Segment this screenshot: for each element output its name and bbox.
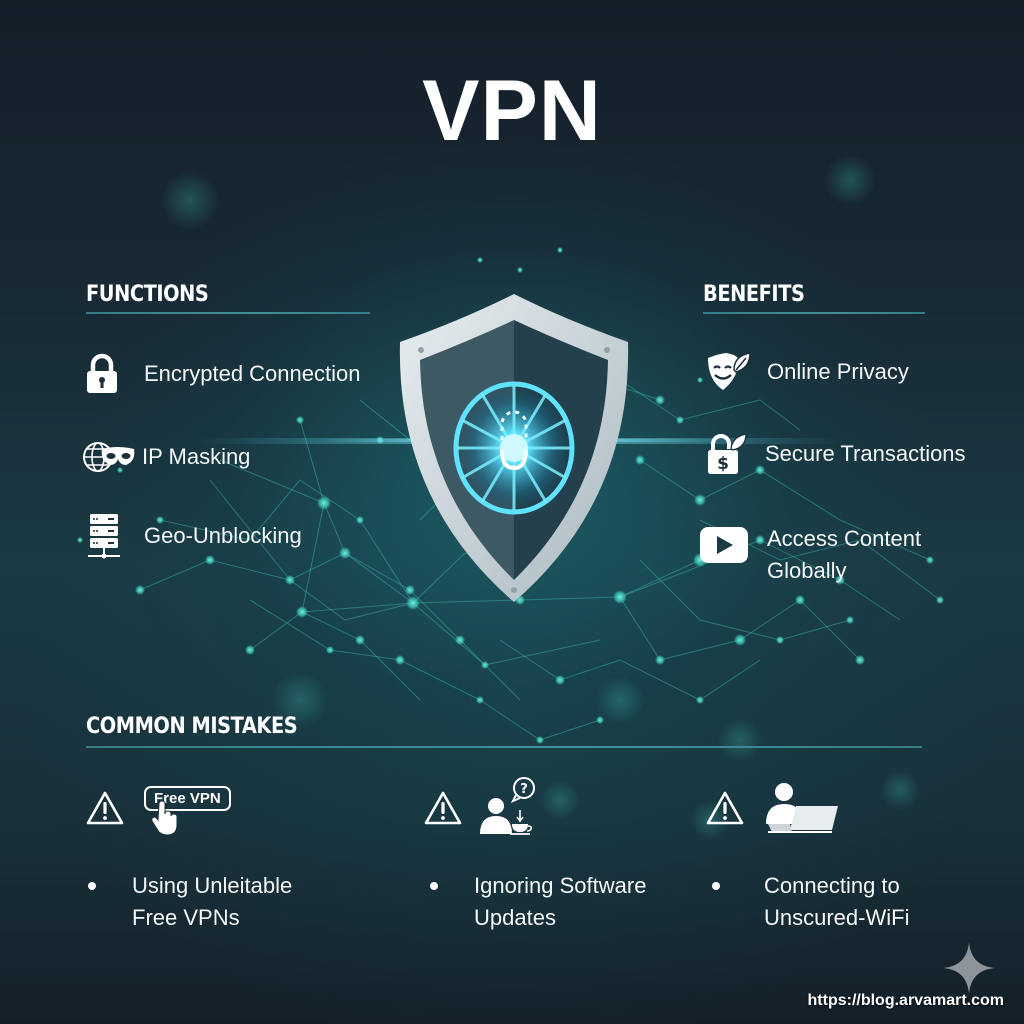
function-label: Geo-Unblocking [144,523,302,548]
mistake-text-line2: Updates [474,905,556,930]
free-vpn-click-icon: Free VPN [144,780,244,840]
benefit-item-online-privacy: Online Privacy [703,350,909,394]
mistake-text-line1: Ignoring Software [474,873,647,898]
benefit-item-access-content-globally: Access Content Globally [699,523,921,587]
function-item-encrypted-connection: Encrypted Connection [80,352,360,396]
dollar-lock-leaf-icon: $ [705,432,751,476]
mistake-text-line2: Unscured-WiFi [764,905,910,930]
mistake-text-line2: Free VPNs [132,905,240,930]
svg-text:?: ? [520,782,528,797]
mistake-text-line1: Using Unleitable [132,873,293,898]
server-network-icon [82,514,126,559]
free-vpn-badge: Free VPN [144,786,231,811]
benefit-label: Secure Transactions [765,441,966,466]
function-item-ip-masking: IP Masking [82,435,250,479]
warning-triangle-icon [86,790,124,831]
mistake-item-software-updates: ? [424,775,724,845]
function-label: IP Masking [142,444,251,469]
benefits-heading: BENEFITS [703,282,805,307]
functions-heading: FUNCTIONS [86,282,209,307]
benefits-divider [703,312,925,314]
user-laptop-icon [762,780,840,841]
function-label: Encrypted Connection [144,361,361,386]
mistake-bullet-2: Ignoring Software Updates [430,870,646,934]
functions-divider [86,312,370,314]
hand-pointer-icon [151,800,178,836]
bullet-icon [88,882,96,890]
benefit-label-multiline: Access Content Globally [767,523,921,587]
sparkle-icon [943,942,995,994]
warning-triangle-icon [706,790,744,831]
globe-mask-icon [82,435,136,479]
common-mistakes-divider [86,746,922,748]
vpn-shield-icon [399,294,629,602]
function-item-geo-unblocking: Geo-Unblocking [82,514,302,559]
benefit-label-line1: Access Content [767,526,922,551]
play-button-icon[interactable] [699,523,749,567]
common-mistakes-heading: COMMON MISTAKES [86,714,298,739]
bullet-icon [712,882,720,890]
mistake-text-line1: Connecting to [764,873,900,898]
benefit-item-secure-transactions: $ Secure Transactions [705,432,966,476]
mistake-item-free-vpn: Free VPN [86,775,386,845]
shield-face-leaf-icon [703,350,753,394]
mistake-item-unsecured-wifi [706,775,1006,845]
mistake-bullet-3: Connecting to Unscured-WiFi [712,870,909,934]
page-title: VPN [422,63,602,159]
benefit-label-line2: Globally [767,558,847,583]
warning-triangle-icon [424,790,462,831]
user-question-coffee-icon: ? [476,776,542,845]
svg-text:$: $ [717,454,729,474]
lock-icon [80,352,124,396]
mistake-bullet-1: Using Unleitable Free VPNs [88,870,292,934]
bullet-icon [430,882,438,890]
footer-url[interactable]: https://blog.arvamart.com [807,992,1004,1009]
benefit-label: Online Privacy [767,359,909,384]
